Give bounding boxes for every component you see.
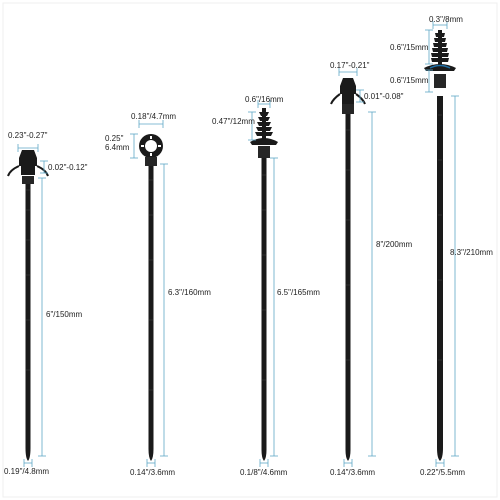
tie-1-panel-thickness-label: 0.02"-0.12": [48, 163, 88, 172]
tie-4-length-label: 8"/200mm: [376, 240, 413, 249]
cable-tie-1: [7, 150, 49, 461]
tie-2-hole-diameter-label: 0.25" 6.4mm: [105, 134, 130, 152]
tie-5-tree-height-label: 0.6"/15mm: [390, 43, 429, 52]
cable-tie-4: [330, 78, 366, 461]
tie-3-lock-block: [258, 146, 270, 158]
dimension-lines: [17, 21, 459, 467]
tie-2-ring-width-label: 0.18"/4.7mm: [131, 112, 177, 121]
cable-tie-5: [424, 30, 456, 461]
tie-5-strap-width-label: 0.22"/5.5mm: [420, 468, 466, 477]
tie-1-strap-width-label: 0.19"/4.8mm: [4, 467, 50, 476]
tie-4-strap: [345, 112, 351, 461]
tie-3-post-height-label: 0.6"/16mm: [245, 95, 284, 104]
tie-3-post-width-label: 0.47"/12mm: [212, 117, 255, 126]
tie-3-length-label: 6.5"/165mm: [277, 288, 320, 297]
tie-3-strap: [261, 158, 267, 461]
tie-5-length-label: 8.3"/210mm: [450, 248, 493, 257]
tie-1-length-label: 6"/150mm: [46, 310, 83, 319]
tie-1-lock-block: [22, 176, 34, 184]
tie-3-fir-tree: [255, 108, 273, 142]
tie-5-lock-block: [434, 74, 446, 88]
tie-4-head-width-label: 0.17"-0.21": [330, 61, 370, 70]
tie-5-strap: [437, 96, 443, 461]
tie-3-cup: [250, 138, 278, 145]
tie-5-cup-height-label: 0.6"/15mm: [390, 76, 429, 85]
tie-5-tip-width-label: 0.3"/8mm: [429, 15, 463, 24]
tie-2-strap-width-label: 0.14"/3.6mm: [130, 468, 176, 477]
tie-4-strap-width-label: 0.14"/3.6mm: [330, 468, 376, 477]
cable-tie-2: [139, 134, 163, 461]
tie-2-ring-hole: [145, 140, 157, 152]
tie-4-wings: [330, 93, 366, 105]
tie-2-length-label: 6.3"/160mm: [168, 288, 211, 297]
tie-4-clip-head: [340, 78, 356, 104]
tie-1-clip-head: [19, 150, 37, 175]
tie-1-head-width-label: 0.23"-0.27": [8, 131, 48, 140]
tie-4-panel-thickness-label: 0.01"-0.08": [364, 92, 404, 101]
tie-5-cup: [424, 64, 456, 71]
tie-2-lock-block: [145, 157, 157, 166]
tie-4-lock-block: [342, 104, 354, 114]
tie-5-cup-accent: [429, 64, 451, 69]
cable-tie-3: [250, 108, 278, 461]
tie-3-strap-width-label: 0.1/8"/4.6mm: [240, 468, 288, 477]
tie-1-strap: [25, 178, 31, 461]
tie-5-fir-tree: [431, 30, 449, 66]
tie-2-strap: [148, 164, 154, 461]
